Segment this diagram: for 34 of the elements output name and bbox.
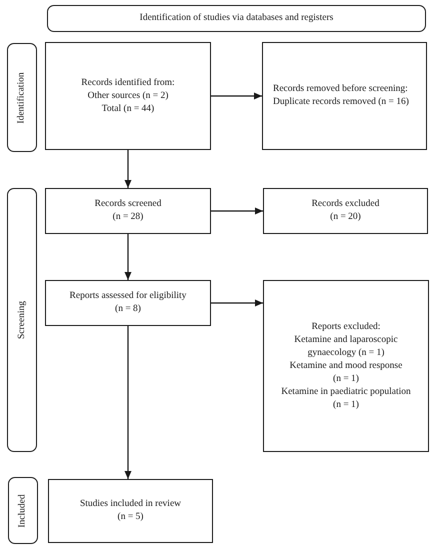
arrow: [124, 234, 132, 280]
box-text: Ketamine in paediatric population (n = 1): [280, 386, 412, 412]
box-text: Records removed before screening:: [273, 83, 408, 96]
phase-label-box: [7, 43, 37, 152]
phase-label-box: [7, 188, 37, 452]
box-text: Reports assessed for eligibility (n = 8): [68, 290, 188, 316]
process-box: [262, 42, 427, 150]
process-box: [45, 280, 211, 326]
phase-label: Identification: [16, 72, 28, 124]
process-box: [45, 188, 211, 234]
process-box: [45, 42, 211, 150]
arrow: [211, 300, 263, 306]
box-text: Duplicate records removed (n = 16): [273, 96, 409, 109]
box-text: Records screened (n = 28): [94, 198, 162, 224]
box-text: Records identified from:: [81, 76, 175, 90]
box-text: Reports excluded:: [312, 320, 380, 334]
phase-label-box: [8, 477, 38, 544]
process-box: [263, 280, 429, 452]
process-box: [263, 188, 428, 234]
arrow: [124, 150, 132, 188]
box-text: Studies included in review (n = 5): [78, 498, 182, 524]
header-box: [47, 5, 426, 32]
process-box: [48, 479, 213, 543]
arrow: [124, 326, 132, 479]
box-text: Other sources (n = 2): [88, 90, 168, 102]
phase-label: Screening: [16, 301, 28, 339]
phase-label: Included: [17, 494, 29, 528]
box-text: Ketamine and laparoscopic gynaecology (n = 1): [293, 334, 399, 360]
header-text: Identification of studies via databases and registers: [140, 12, 334, 25]
arrow: [211, 92, 262, 100]
arrow: [211, 208, 263, 214]
box-text: Ketamine and mood response (n = 1): [288, 360, 404, 386]
box-text: Total (n = 44): [102, 102, 154, 116]
box-text: Records excluded (n = 20): [310, 198, 380, 224]
